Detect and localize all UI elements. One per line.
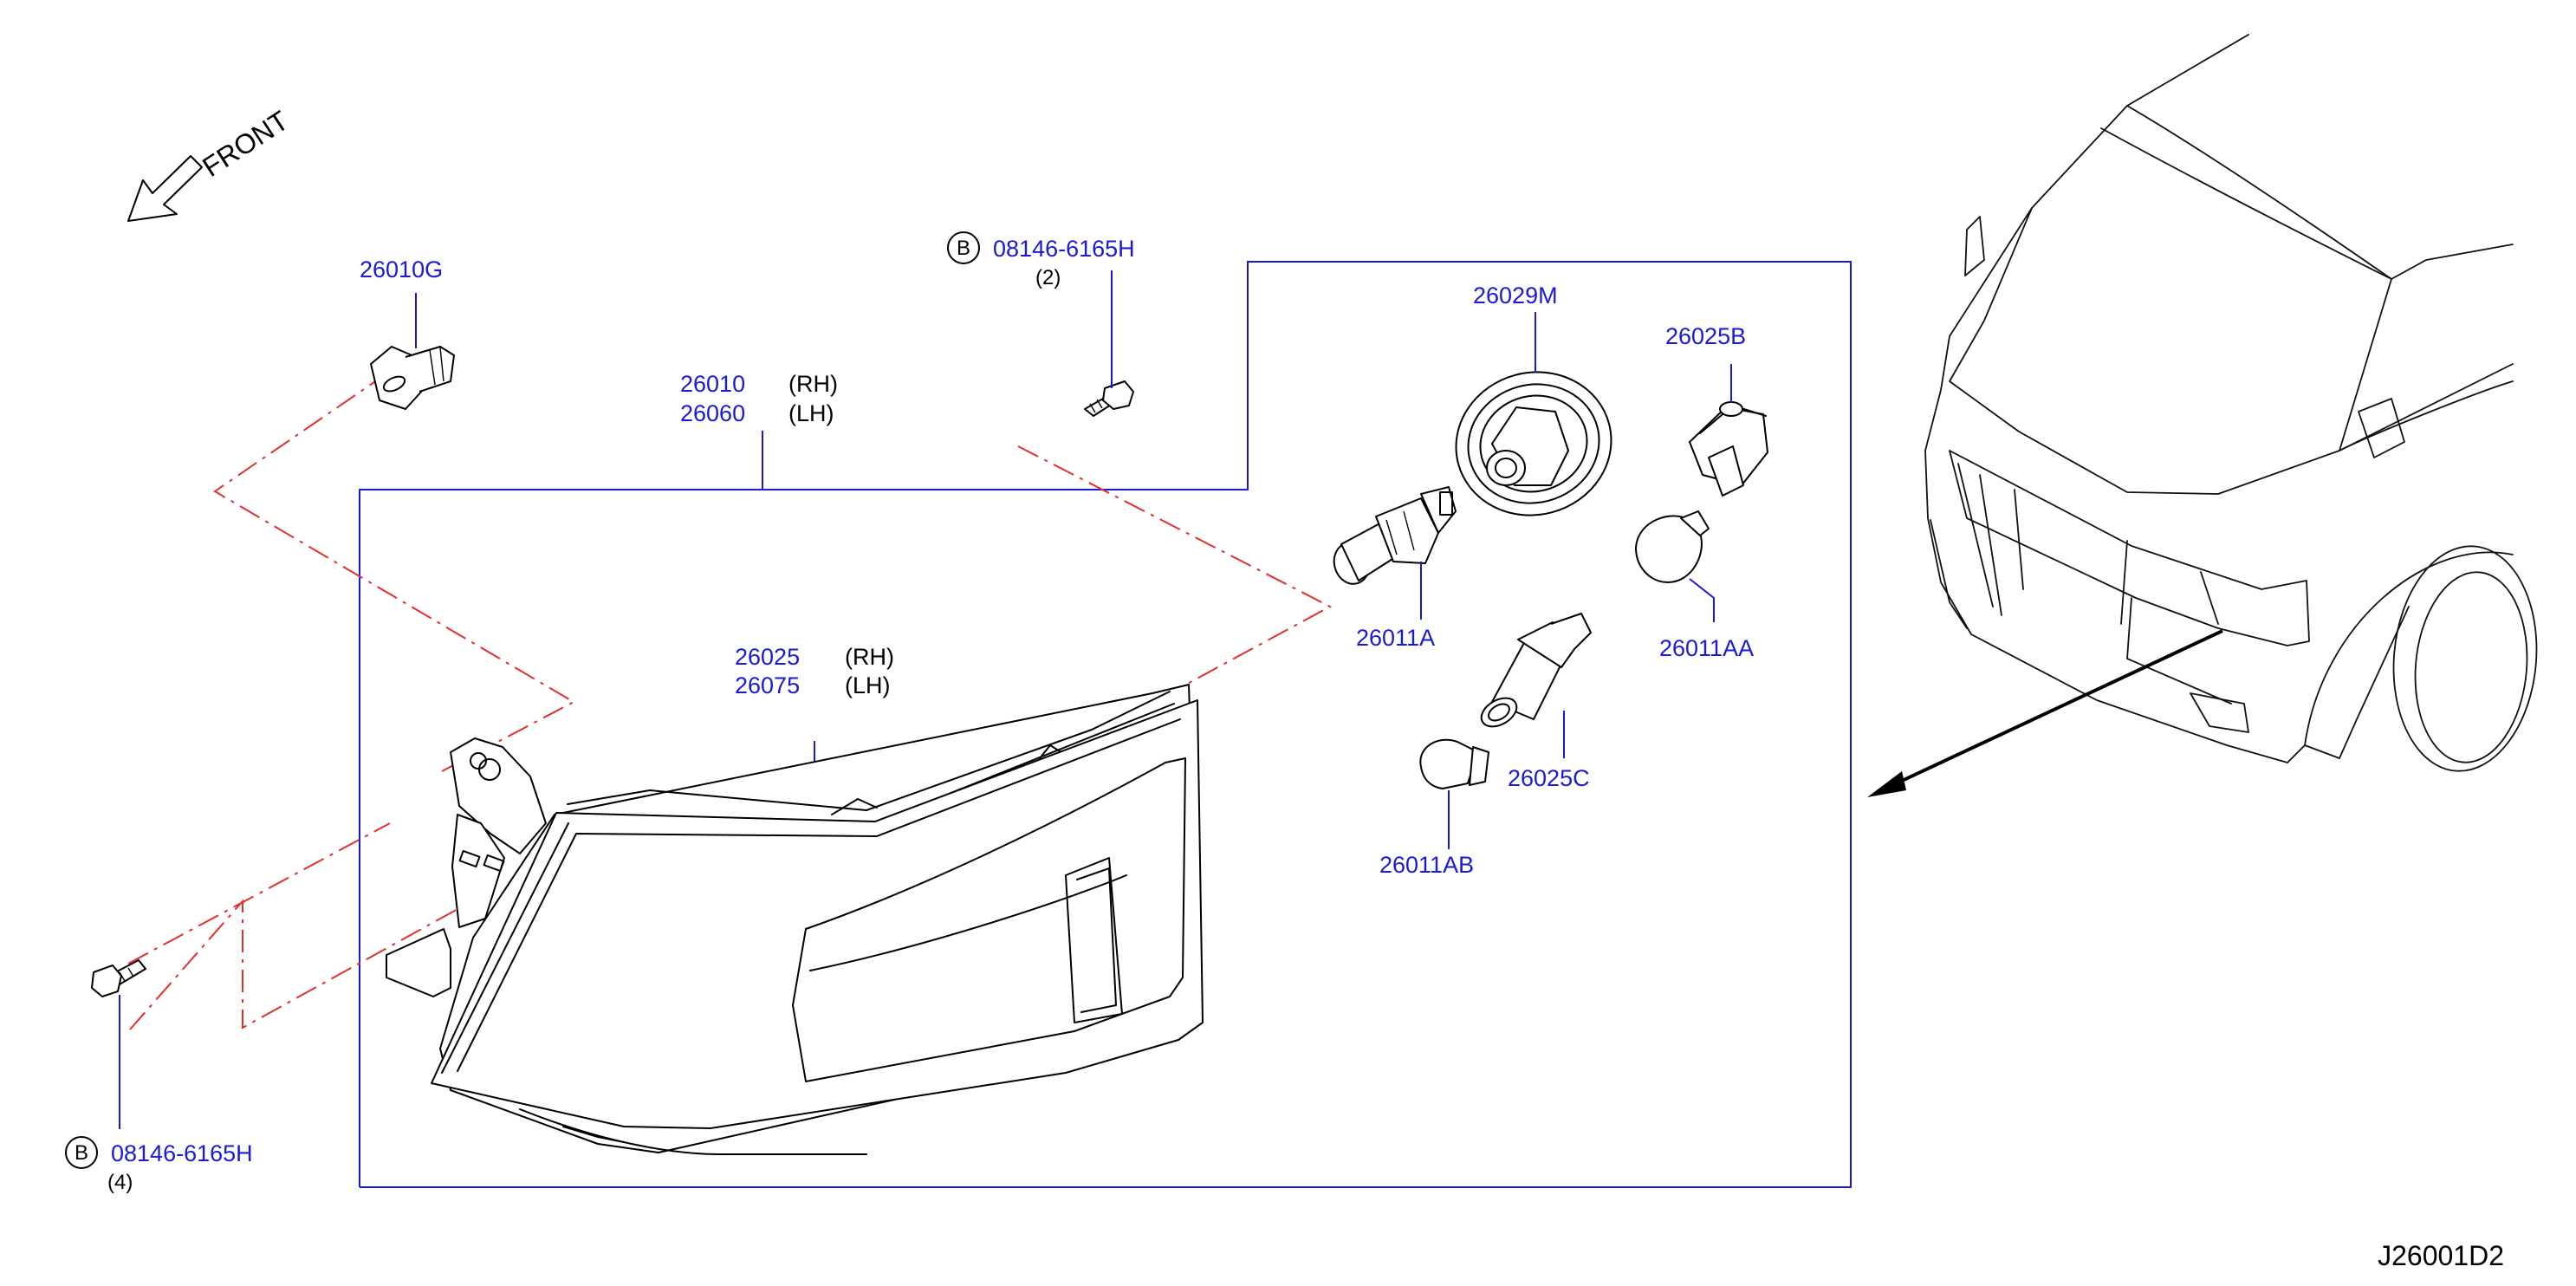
bolt-bottom-prefix: B xyxy=(75,1141,88,1165)
front-direction-indicator: FRONT xyxy=(127,105,294,222)
headlamp-unit-part[interactable] xyxy=(386,684,1204,1155)
headlamp-lh-label: (LH) xyxy=(788,400,834,426)
headlamp-rh-label: (RH) xyxy=(788,371,838,397)
bolt-bottom-callout[interactable]: B 08146-6165H (4) xyxy=(65,1136,253,1194)
bolt-top-qty: (2) xyxy=(1035,266,1061,289)
bolt-top-part[interactable] xyxy=(1084,380,1134,417)
bolt-code-b-icon xyxy=(65,1136,98,1169)
headlamp-assy-callout[interactable]: 26010 (RH) 26060 (LH) xyxy=(680,371,838,426)
front-label: FRONT xyxy=(197,105,294,183)
socket-c-part[interactable] xyxy=(1476,613,1592,732)
vehicle-illustration xyxy=(1924,34,2538,772)
assembly-frame xyxy=(359,261,1852,1188)
bolt-code-b-icon xyxy=(947,231,980,264)
front-arrow-icon xyxy=(127,155,203,222)
cap-part[interactable] xyxy=(1440,355,1627,533)
location-pointer-arrow xyxy=(1867,629,2223,797)
grommet-part-number[interactable]: 26010G xyxy=(360,257,443,283)
bulb-aa-part-number[interactable]: 26011AA xyxy=(1659,635,1754,661)
housing-lh-part-number[interactable]: 26075 xyxy=(735,672,800,698)
bolt-bottom-part-number[interactable]: 08146-6165H xyxy=(111,1140,253,1166)
housing-callout[interactable]: 26025 (RH) 26075 (LH) xyxy=(735,644,894,698)
bolt-top-prefix: B xyxy=(957,237,970,260)
bulb-ab-part-number[interactable]: 26011AB xyxy=(1379,852,1474,878)
headlamp-lh-part-number[interactable]: 26060 xyxy=(680,400,745,426)
socket-b-part-number[interactable]: 26025B xyxy=(1665,323,1746,349)
housing-lh-label: (LH) xyxy=(845,672,891,698)
bolt-top-part-number[interactable]: 08146-6165H xyxy=(993,236,1135,262)
bulb-aa-part[interactable] xyxy=(1635,510,1710,583)
bolt-bottom-part[interactable] xyxy=(91,959,146,997)
socket-c-part-number[interactable]: 26025C xyxy=(1508,765,1590,791)
cap-part-number[interactable]: 26029M xyxy=(1473,283,1558,309)
grommet-part[interactable] xyxy=(370,346,455,410)
socket-b-part[interactable] xyxy=(1689,401,1768,497)
headlamp-rh-part-number[interactable]: 26010 xyxy=(680,371,745,397)
assembly-guide-lines xyxy=(127,372,1333,1030)
bulb-h4-part[interactable] xyxy=(1329,486,1457,588)
bulb-ab-part[interactable] xyxy=(1419,738,1489,789)
bulb-h4-part-number[interactable]: 26011A xyxy=(1356,625,1435,651)
housing-rh-part-number[interactable]: 26025 xyxy=(735,644,800,670)
bolt-bottom-qty: (4) xyxy=(107,1171,133,1194)
diagram-reference-code: J26001D2 xyxy=(2378,1240,2504,1271)
housing-rh-label: (RH) xyxy=(845,644,894,670)
bolt-top-callout[interactable]: B 08146-6165H (2) xyxy=(947,231,1135,289)
